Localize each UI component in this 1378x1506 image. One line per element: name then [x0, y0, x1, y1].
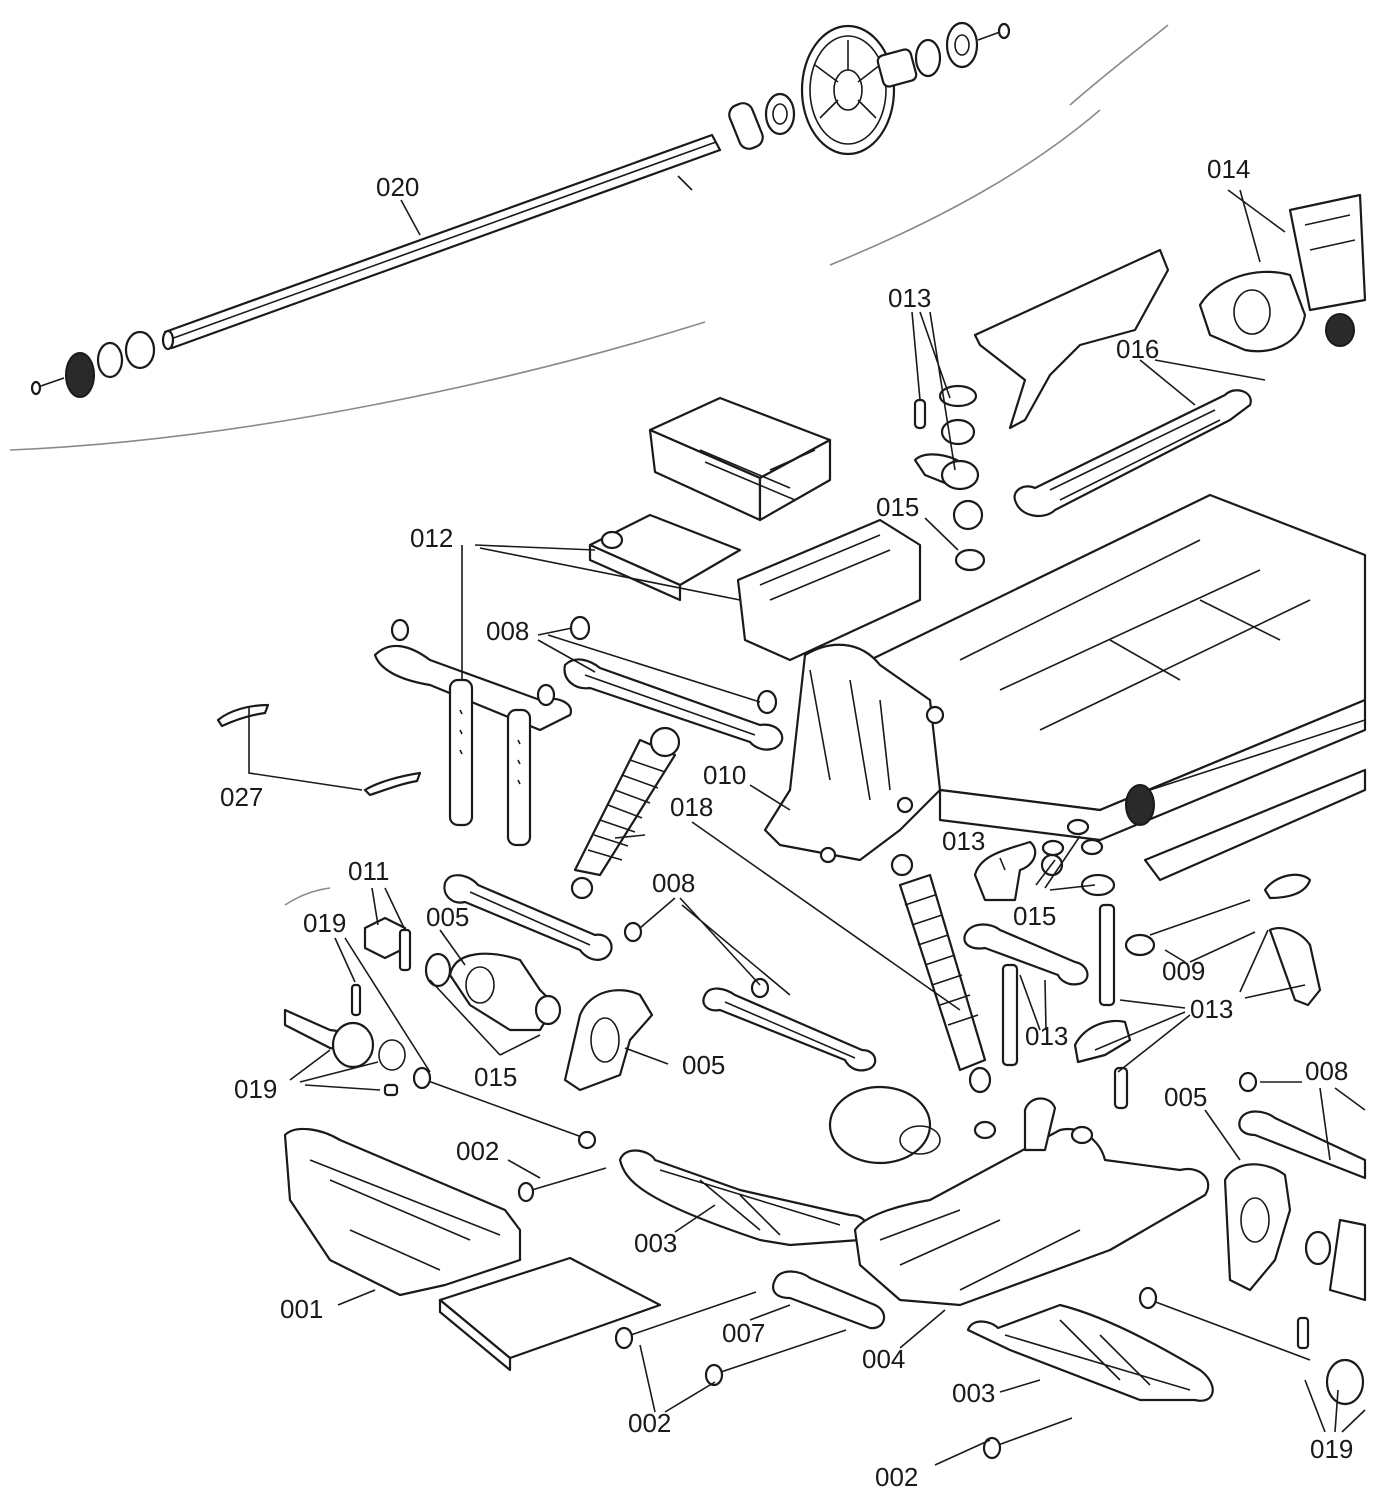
- label-005: 005: [682, 1050, 725, 1080]
- label-027: 027: [220, 782, 263, 812]
- battery-hold-down: [973, 248, 1252, 518]
- body-mount-posts: [373, 618, 573, 847]
- part-labels: 020 014 013 016 015 012 008 027 010 018 …: [220, 154, 1353, 1492]
- main-chassis: [763, 493, 1367, 864]
- label-016: 016: [1116, 334, 1159, 364]
- label-008: 008: [1305, 1056, 1348, 1086]
- electronics-box: [588, 396, 922, 662]
- steering-tie-rod: [1124, 873, 1322, 1007]
- label-015: 015: [876, 492, 919, 522]
- front-axle-and-pins: [412, 1066, 607, 1203]
- label-015: 015: [474, 1062, 517, 1092]
- label-013: 013: [888, 283, 931, 313]
- section-divider-arcs: [9, 24, 1169, 906]
- label-013: 013: [942, 826, 985, 856]
- label-015: 015: [1013, 901, 1056, 931]
- label-019: 019: [1310, 1434, 1353, 1464]
- motor-mount: [1198, 193, 1367, 353]
- body-clips: [216, 703, 422, 797]
- shock-absorber-front: [570, 726, 681, 900]
- front-links: [443, 874, 877, 1092]
- drive-shaft-assembly: [30, 21, 1011, 398]
- label-013: 013: [1190, 994, 1233, 1024]
- label-002: 002: [456, 1136, 499, 1166]
- label-004: 004: [862, 1344, 905, 1374]
- label-011: 011: [348, 856, 389, 886]
- label-013: 013: [1025, 1021, 1068, 1051]
- upper-link-front: [563, 615, 784, 751]
- label-003: 003: [634, 1228, 677, 1258]
- label-010: 010: [703, 760, 746, 790]
- label-008: 008: [652, 868, 695, 898]
- leader-lines: [248, 189, 1366, 1466]
- steering-bellcrank-upper: [913, 384, 986, 572]
- shock-absorber-rear: [890, 853, 992, 1094]
- label-007: 007: [722, 1318, 765, 1348]
- label-008: 008: [486, 616, 529, 646]
- front-hub-parts: [283, 916, 562, 1097]
- label-005: 005: [1164, 1082, 1207, 1112]
- label-014: 014: [1207, 154, 1250, 184]
- steering-bellcrank-lower: [963, 818, 1132, 1110]
- front-bumper: [283, 1127, 662, 1372]
- label-005: 005: [426, 902, 469, 932]
- label-001: 001: [280, 1294, 323, 1324]
- label-003: 003: [952, 1378, 995, 1408]
- label-020: 020: [376, 172, 419, 202]
- label-012: 012: [410, 523, 453, 553]
- rear-hub-parts: [1138, 1071, 1367, 1406]
- label-002: 002: [875, 1462, 918, 1492]
- center-driveshaft: [1125, 719, 1367, 882]
- front-tie-bar: [614, 1270, 886, 1387]
- front-gearbox: [828, 1085, 1210, 1307]
- label-018: 018: [670, 792, 713, 822]
- label-009: 009: [1162, 956, 1205, 986]
- label-019: 019: [303, 908, 346, 938]
- label-002: 002: [628, 1408, 671, 1438]
- label-019: 019: [234, 1074, 277, 1104]
- rear-lower-arm: [966, 1303, 1214, 1460]
